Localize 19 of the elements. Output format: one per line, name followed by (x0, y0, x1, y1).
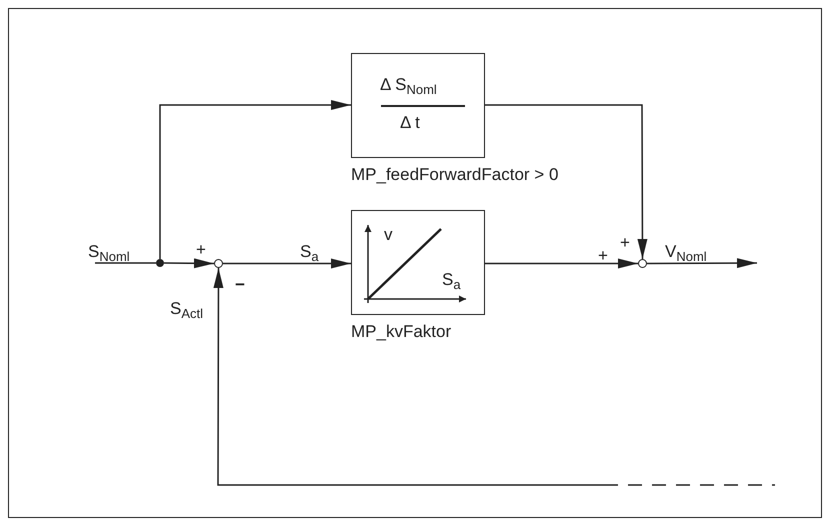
edge-label: V$_{Noml}$ (665, 243, 707, 263)
summing-junction (638, 259, 647, 268)
branch-point (156, 259, 164, 267)
numerator: Δ S$_{Noml}$ (380, 76, 437, 96)
edge-label: + (196, 241, 206, 258)
minus-sign: − (235, 276, 245, 293)
edge-label: S$_{Noml}$ (88, 243, 130, 263)
axis-label: S$_{a}$ (442, 271, 461, 291)
edge-label: S$_{a}$ (300, 243, 319, 263)
denominator: Δ t (400, 114, 420, 131)
block-caption: MP_kvFaktor (351, 323, 452, 340)
summing-junction (214, 259, 223, 268)
edge-label: + (598, 247, 608, 264)
edge-label: + (620, 234, 630, 251)
edge-label: S$_{Actl}$ (170, 300, 204, 320)
axis-label: v (384, 226, 392, 243)
gain-block (351, 210, 485, 315)
derivative-block (351, 53, 485, 158)
block-caption: MP_feedForwardFactor > 0 (351, 166, 558, 183)
